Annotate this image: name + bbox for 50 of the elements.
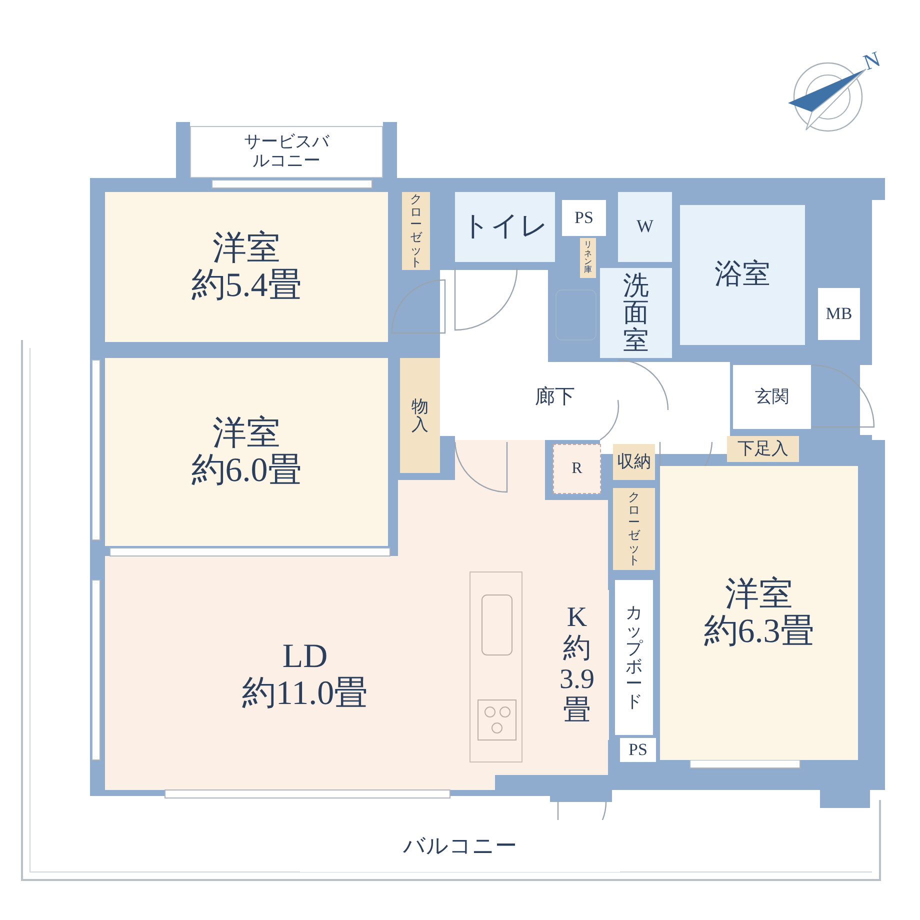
room-label: リネン庫: [584, 241, 592, 275]
room-label: 浴室: [714, 260, 770, 290]
room-label: カップボード: [626, 604, 642, 712]
closet: [402, 192, 430, 270]
closet: [613, 488, 655, 570]
room-label: PS: [574, 208, 594, 228]
area-label: 約6.0畳: [191, 452, 302, 490]
room-label: 下足入: [738, 440, 788, 458]
north-label: N: [860, 48, 884, 74]
area-label: 約11.0畳: [242, 675, 368, 712]
room: [618, 192, 672, 262]
room-label: R: [572, 460, 582, 478]
room-label: トイレ: [462, 212, 548, 242]
closet: [400, 358, 440, 473]
room-label: LD: [282, 638, 328, 675]
room-label: 洗面室: [623, 272, 649, 354]
room-label: クローゼット: [410, 193, 422, 269]
room: [680, 205, 805, 345]
room-label: 洋室: [725, 576, 793, 613]
room-label: 洋室: [212, 414, 280, 452]
closet: [613, 444, 655, 480]
room: [818, 288, 860, 340]
room-label: 物入: [412, 398, 428, 434]
area-label: 約3.9畳: [558, 634, 596, 727]
room-label: 収納: [617, 452, 651, 472]
room: [620, 738, 656, 762]
room-label: 玄関: [755, 388, 789, 406]
room: [105, 192, 388, 342]
room-label: K: [566, 603, 588, 634]
closet: [580, 238, 596, 278]
room-label: クローゼット: [628, 491, 640, 567]
room: [615, 580, 653, 735]
area-label: 約6.3畳: [704, 613, 814, 650]
room-label: W: [636, 217, 654, 237]
area-label: 約5.4畳: [191, 267, 302, 304]
room: [733, 365, 811, 429]
room: [455, 192, 555, 262]
room-label: サービスバルコニー: [242, 133, 330, 171]
room-label: 廊下: [535, 386, 575, 408]
room: [600, 268, 672, 358]
room: [660, 466, 858, 760]
balcony-area: [190, 126, 383, 178]
room-label: PS: [628, 740, 648, 760]
room: [562, 200, 606, 236]
room-label: MB: [826, 304, 852, 324]
room: [105, 358, 388, 546]
closet: [727, 436, 799, 462]
fridge-space: [553, 444, 601, 494]
room-label: 洋室: [212, 230, 280, 267]
room-label: バルコニー: [403, 834, 517, 858]
